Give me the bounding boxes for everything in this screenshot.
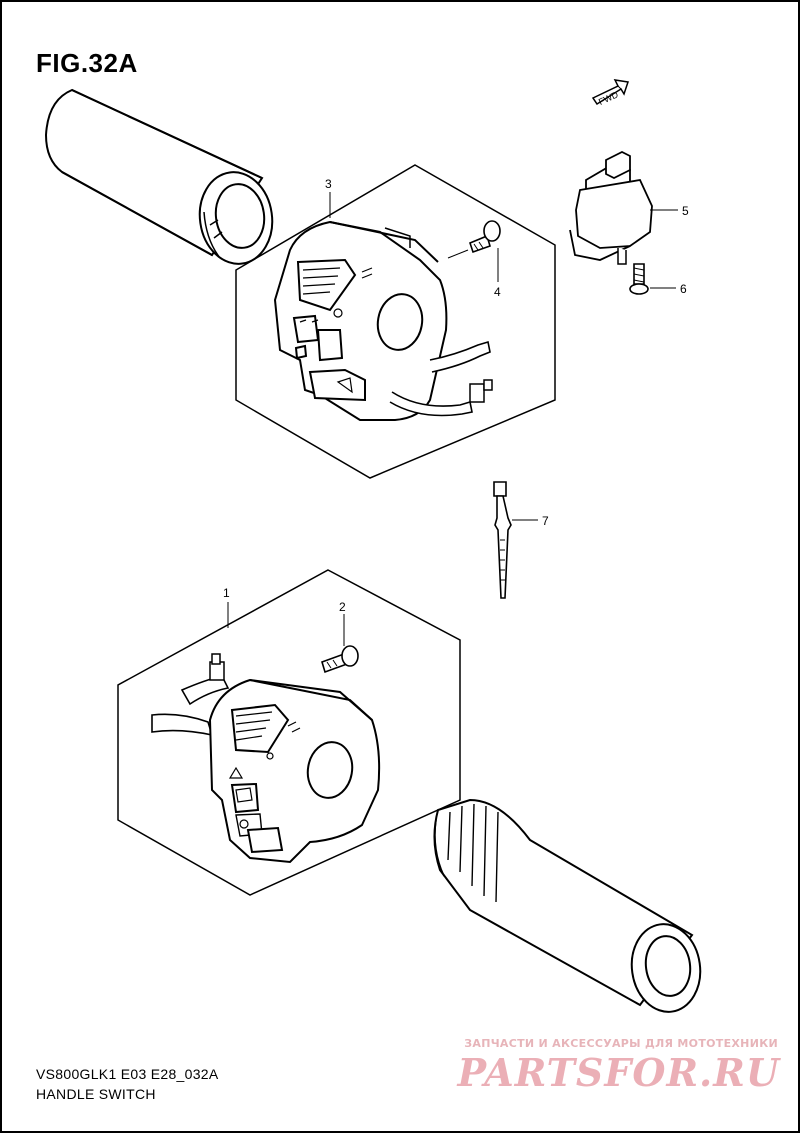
group-name: HANDLE SWITCH bbox=[36, 1086, 156, 1102]
assembly-frame-3 bbox=[235, 164, 556, 479]
callout-7: 7 bbox=[542, 514, 549, 528]
right-grip-drawing bbox=[433, 798, 702, 1013]
screw-2-drawing bbox=[321, 645, 359, 674]
right-handle-switch-drawing bbox=[273, 220, 493, 421]
forward-arrow-icon: FWD bbox=[591, 79, 629, 107]
watermark-brand: PARTSFOR.RU bbox=[457, 1050, 780, 1095]
callout-3: 3 bbox=[325, 177, 332, 191]
callout-6: 6 bbox=[680, 282, 687, 296]
cable-tie-7-drawing bbox=[493, 481, 512, 599]
callout-5: 5 bbox=[682, 204, 689, 218]
assembly-frame-1 bbox=[117, 569, 461, 896]
figure-title: FIG.32A bbox=[36, 48, 138, 78]
callout-4: 4 bbox=[494, 285, 501, 299]
callout-1: 1 bbox=[223, 586, 230, 600]
clutch-switch-5-drawing bbox=[569, 150, 653, 265]
model-code: VS800GLK1 E03 E28_032A bbox=[36, 1066, 219, 1082]
left-handle-switch-drawing bbox=[151, 653, 381, 864]
callout-2: 2 bbox=[339, 600, 346, 614]
screw-6-drawing bbox=[629, 263, 649, 295]
left-grip-drawing bbox=[44, 88, 274, 265]
watermark-tagline: ЗАПЧАСТИ И АКСЕССУАРЫ ДЛЯ МОТОТЕХНИКИ bbox=[464, 1037, 778, 1050]
screw-4-drawing bbox=[469, 220, 501, 254]
